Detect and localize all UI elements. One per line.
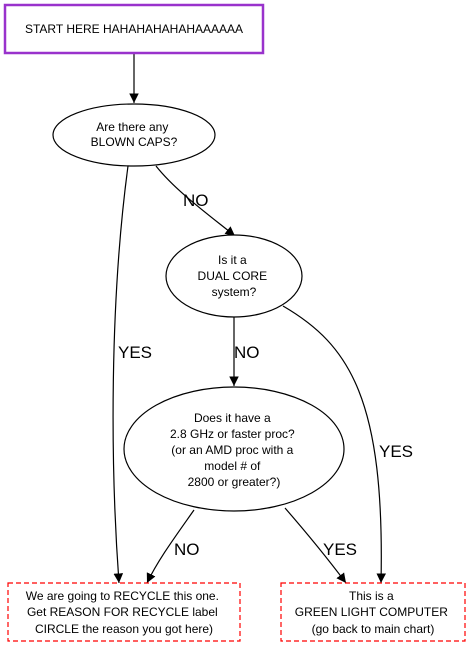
node-start: START HERE HAHAHAHAHAHAAAAAA — [3, 3, 265, 55]
label-proc-to-green: YES — [323, 540, 357, 559]
node-dual-core-shape — [165, 234, 303, 318]
node-green-light-label: This is a GREEN LIGHT COMPUTER (go back … — [295, 589, 451, 636]
node-proc-speed-label: Does it have a 2.8 GHz or faster proc? (… — [170, 411, 298, 489]
edge-caps-to-dual — [155, 165, 236, 237]
label-proc-to-recycle: NO — [174, 540, 200, 559]
edges — [112, 53, 387, 584]
node-proc-speed: Does it have a 2.8 GHz or faster proc? (… — [123, 386, 345, 512]
edge-proc-to-green — [284, 507, 347, 584]
edge-dual-to-green — [282, 305, 387, 584]
edge-labels: NO YES NO YES NO YES — [118, 191, 413, 559]
node-start-label: START HERE HAHAHAHAHAHAAAAAA — [25, 22, 243, 36]
node-recycle-label: We are going to RECYCLE this one. Get RE… — [26, 589, 223, 636]
node-blown-caps: Are there any BLOWN CAPS? — [52, 103, 216, 167]
node-recycle-box — [7, 582, 241, 642]
node-green-light-box — [280, 582, 466, 642]
node-green-light: This is a GREEN LIGHT COMPUTER (go back … — [280, 582, 466, 642]
node-dual-core-label: Is it a DUAL CORE system? — [198, 253, 271, 299]
label-caps-to-recycle: YES — [118, 343, 152, 362]
label-dual-to-green: YES — [379, 442, 413, 461]
node-blown-caps-shape — [52, 103, 216, 167]
label-caps-to-dual: NO — [183, 191, 209, 210]
label-dual-to-proc: NO — [234, 343, 260, 362]
node-proc-speed-shape — [123, 386, 345, 512]
node-start-box — [3, 3, 265, 55]
node-blown-caps-label: Are there any BLOWN CAPS? — [91, 120, 178, 149]
edge-caps-to-recycle — [112, 165, 129, 584]
edge-proc-to-recycle — [146, 509, 195, 584]
node-recycle: We are going to RECYCLE this one. Get RE… — [7, 582, 241, 642]
node-dual-core: Is it a DUAL CORE system? — [165, 234, 303, 318]
